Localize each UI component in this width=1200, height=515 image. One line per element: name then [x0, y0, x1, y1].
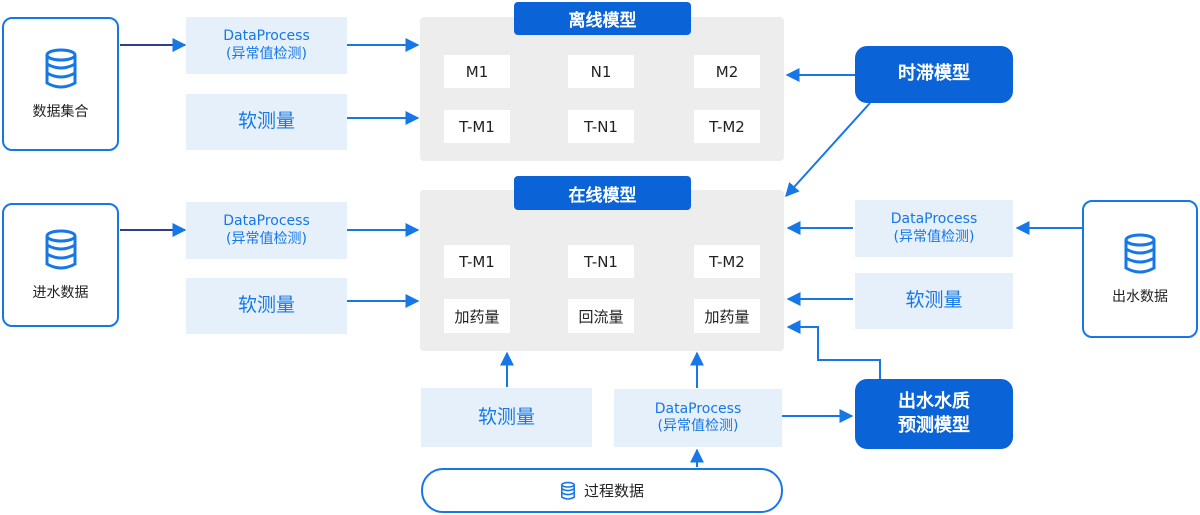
dataprocess-subtitle: (异常值检测) — [657, 418, 739, 434]
online-node-dosage-1: 加药量 — [444, 299, 510, 333]
dataprocess-subtitle: (异常值检测) — [893, 228, 975, 245]
dataprocess-subtitle: (异常值检测) — [226, 45, 307, 62]
soft-sensor-box-bottom: 软测量 — [421, 388, 592, 447]
offline-node-t-n1: T-N1 — [568, 110, 634, 143]
database-icon — [45, 229, 76, 270]
dataprocess-box-bottom: DataProcess (异常值检测) — [614, 389, 782, 447]
soft-sensor-label: 软测量 — [237, 294, 295, 317]
quality-model-line1: 出水水质 — [898, 390, 970, 412]
online-node-t-m1: T-M1 — [444, 245, 510, 278]
source-process: 过程数据 — [421, 468, 783, 513]
quality-model-box: 出水水质 预测模型 — [855, 379, 1013, 449]
online-model-title: 在线模型 — [514, 176, 691, 210]
soft-sensor-box-mid: 软测量 — [186, 278, 347, 334]
dataprocess-title: DataProcess — [223, 28, 310, 44]
source-inflow: 进水数据 — [2, 203, 119, 327]
database-icon — [45, 48, 76, 89]
delay-model-box: 时滞模型 — [855, 46, 1013, 103]
offline-node-m2: M2 — [694, 55, 760, 88]
online-node-dosage-2: 加药量 — [694, 299, 760, 333]
online-node-reflux: 回流量 — [568, 299, 634, 333]
dataprocess-box-top: DataProcess (异常值检测) — [186, 17, 347, 74]
source-outflow: 出水数据 — [1082, 200, 1198, 338]
soft-sensor-label: 软测量 — [477, 405, 535, 428]
source-inflow-label: 进水数据 — [32, 285, 89, 301]
offline-node-m1: M1 — [444, 55, 510, 88]
soft-sensor-label: 软测量 — [237, 110, 295, 133]
source-outflow-label: 出水数据 — [1112, 289, 1168, 305]
arrow-quality-to-online — [786, 320, 881, 379]
offline-node-t-m1: T-M1 — [444, 110, 510, 143]
offline-node-t-m2: T-M2 — [694, 110, 760, 143]
online-node-t-m2: T-M2 — [694, 245, 760, 278]
arrow-delay-to-online — [785, 102, 871, 198]
dataprocess-box-mid: DataProcess (异常值检测) — [186, 202, 347, 259]
dataprocess-title: DataProcess — [223, 213, 310, 229]
offline-model-title: 离线模型 — [514, 2, 691, 35]
source-dataset-label: 数据集合 — [32, 104, 89, 120]
offline-node-n1: N1 — [568, 55, 634, 88]
soft-sensor-box-top: 软测量 — [186, 94, 347, 150]
soft-sensor-label: 软测量 — [905, 289, 963, 312]
dataprocess-subtitle: (异常值检测) — [226, 230, 307, 247]
source-dataset: 数据集合 — [2, 17, 119, 151]
dataprocess-title: DataProcess — [654, 400, 742, 417]
database-icon — [560, 481, 575, 500]
online-node-t-n1: T-N1 — [568, 245, 634, 278]
dataprocess-title: DataProcess — [890, 211, 978, 227]
source-process-label: 过程数据 — [583, 482, 644, 500]
dataprocess-box-right: DataProcess (异常值检测) — [855, 200, 1013, 257]
delay-model-label: 时滞模型 — [898, 63, 970, 85]
soft-sensor-box-right: 软测量 — [855, 273, 1013, 329]
database-icon — [1124, 233, 1156, 274]
quality-model-line2: 预测模型 — [898, 415, 970, 436]
